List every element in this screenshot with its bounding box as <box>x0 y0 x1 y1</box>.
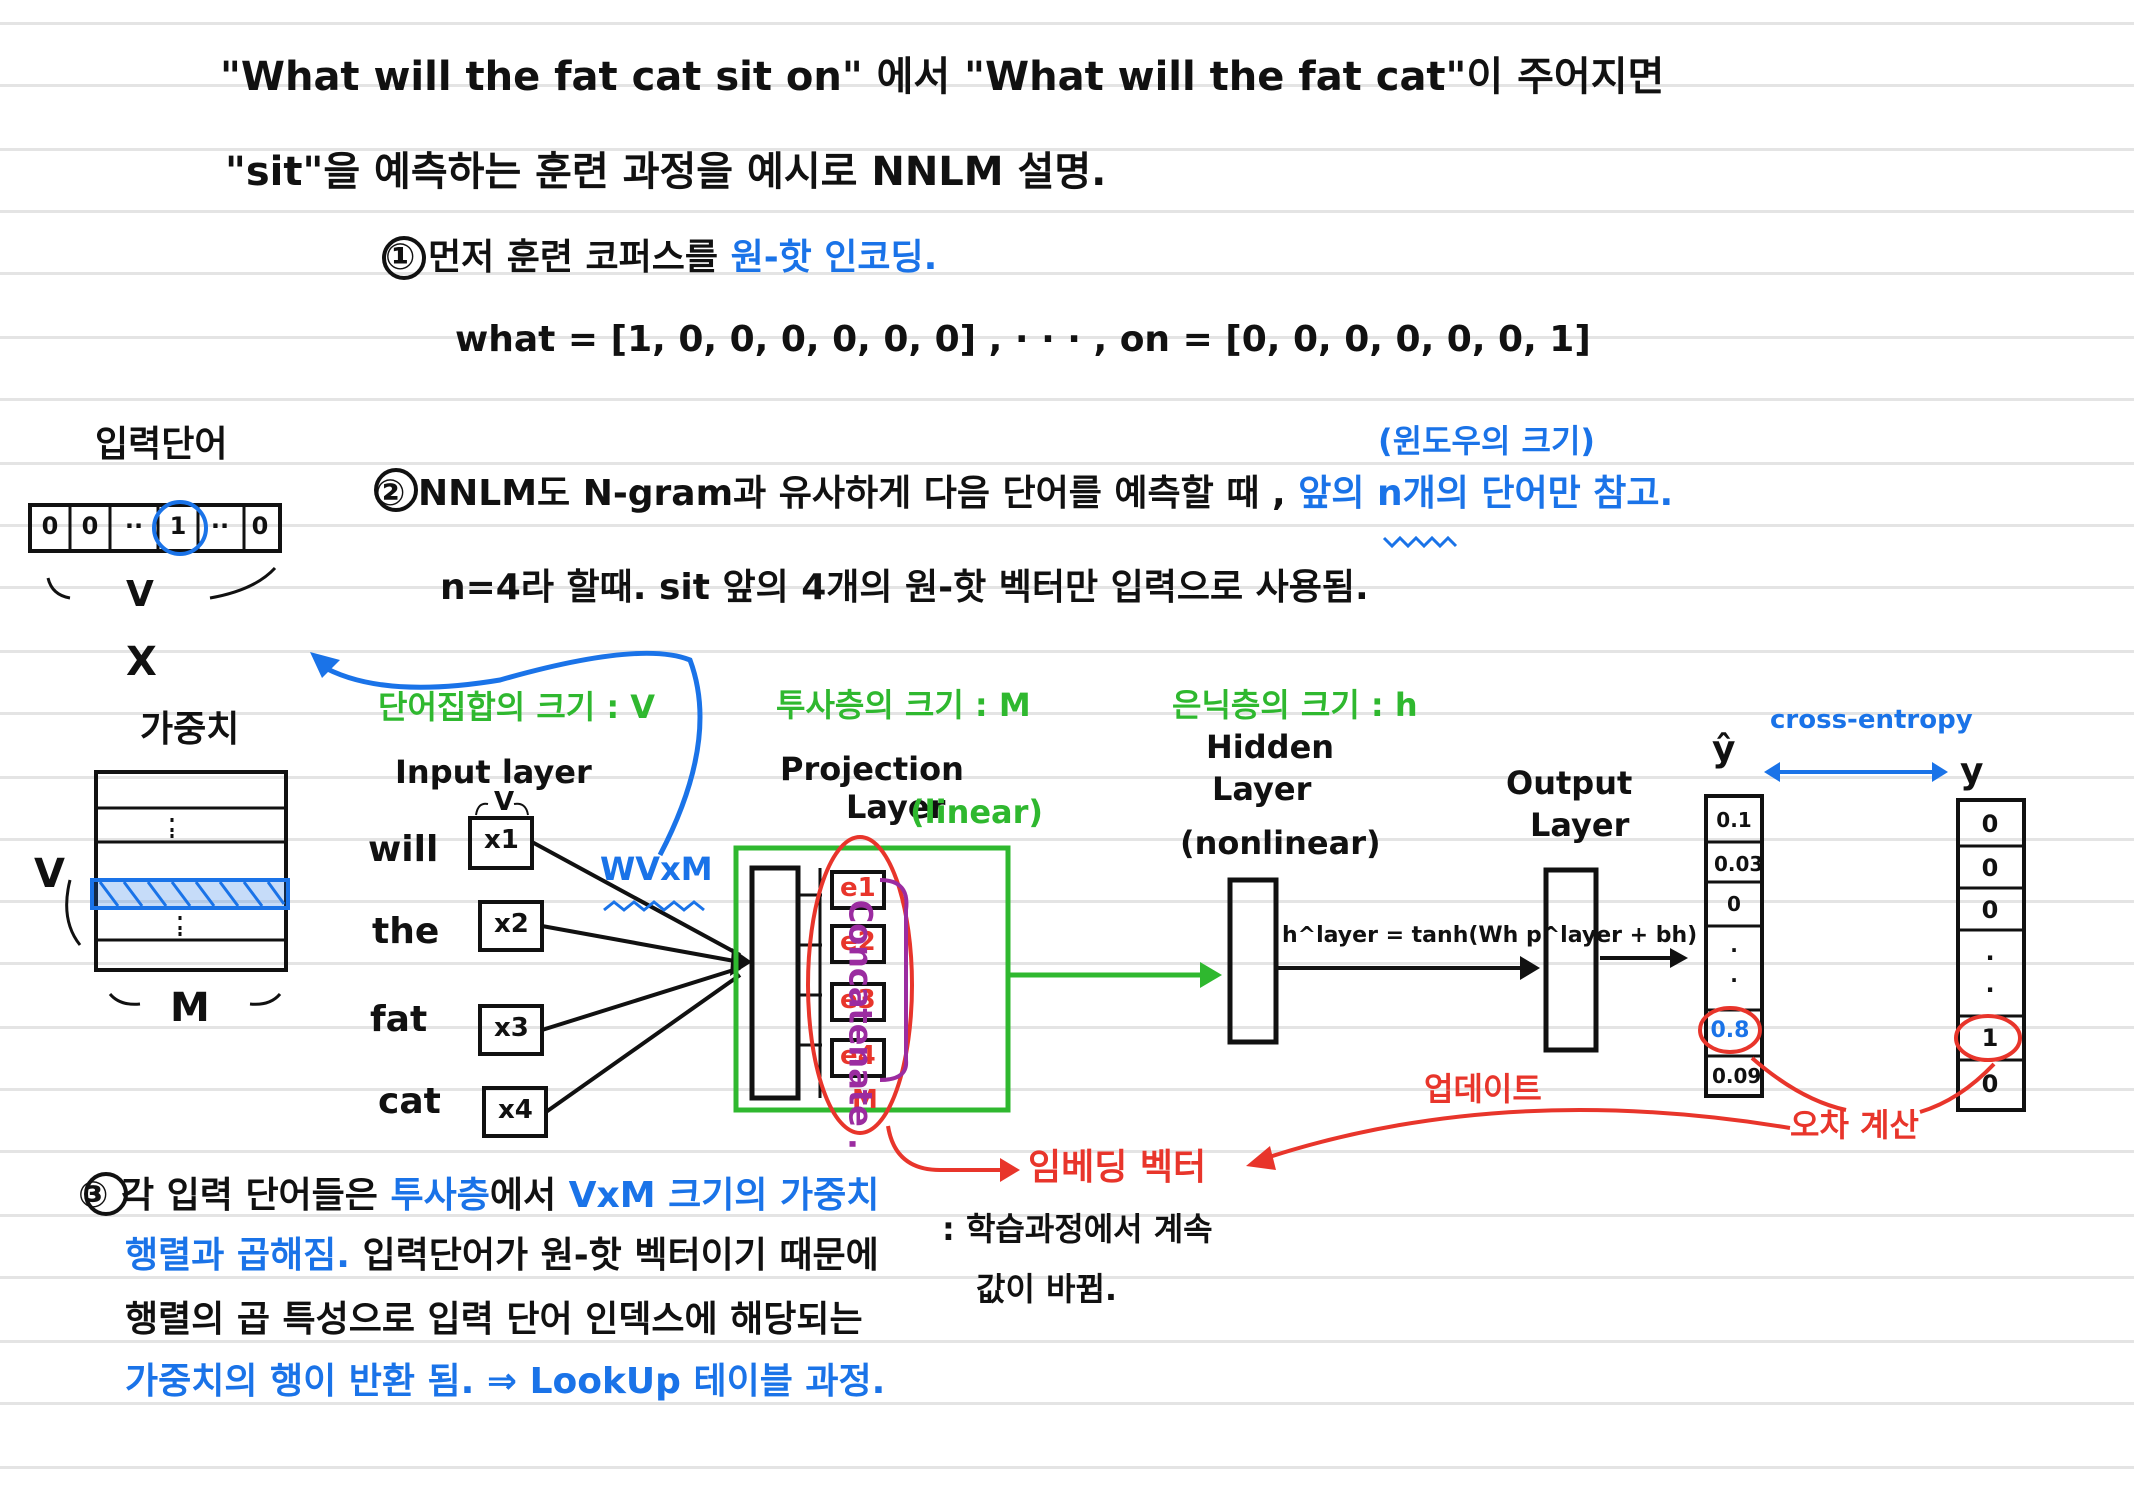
step3-highlight-2: VxM 크기의 가중치 <box>568 1175 880 1216</box>
input-word-label: 입력단어 <box>95 424 228 465</box>
input-vector-x4: x4 <box>498 1095 533 1125</box>
weight-cols-label: M <box>170 985 210 1031</box>
projection-label-1: Projection <box>780 750 964 788</box>
step1-label: ① 먼저 훈련 코퍼스를 <box>385 237 719 278</box>
step3-highlight-3: 행렬과 곱해짐. <box>125 1235 350 1276</box>
y-hat-value: 0.03 <box>1714 852 1764 876</box>
step1-text: ① 먼저 훈련 코퍼스를 원-핫 인코딩. <box>385 238 937 278</box>
step2-highlight: 앞의 n개의 단어만 참고. <box>1298 473 1674 514</box>
y-value: 0 <box>1981 896 1999 924</box>
weight-rows-label: V <box>34 851 65 897</box>
output-label-1: Output <box>1506 764 1633 802</box>
title-line-2: "sit"을 예측하는 훈련 과정을 예시로 NNLM 설명. <box>225 149 1107 195</box>
input-word-will: will <box>368 829 439 870</box>
y-value: 0 <box>1981 854 1999 882</box>
y-hat-value: 0.09 <box>1712 1064 1762 1088</box>
input-word-the: the <box>372 911 440 952</box>
y-value: 0 <box>1981 1070 1999 1098</box>
hidden-label-1: Hidden <box>1206 728 1335 766</box>
step1-highlight: 원-핫 인코딩. <box>730 237 938 278</box>
step3-line-2: 행렬과 곱해짐. 입력단어가 원-핫 벡터이기 때문에 <box>125 1236 879 1276</box>
input-cell: 0 <box>251 512 269 540</box>
step3-line-4: 가중치의 행이 반환 됨. ⇒ LookUp 테이블 과정. <box>125 1361 886 1402</box>
output-label-2: Layer <box>1530 806 1630 844</box>
projection-linear-label: (linear) <box>910 793 1044 831</box>
y-value: · <box>1985 944 1995 972</box>
step3-mid-2: 입력단어가 원-핫 벡터이기 때문에 <box>362 1235 879 1276</box>
embedding-vector-label: 임베딩 벡터 <box>1028 1147 1207 1188</box>
embedding-e1: e1 <box>840 873 876 903</box>
step3-line-1: ③ 각 입력 단어들은 투사층에서 VxM 크기의 가중치 <box>78 1176 879 1216</box>
weight-matrix-drawing <box>65 770 290 1006</box>
hidden-formula: h^layer = tanh(Wh p^layer + bh) <box>1282 923 1698 948</box>
input-word-cat: cat <box>378 1081 441 1122</box>
input-cell: ·· <box>210 512 230 540</box>
embedding-e3: e3 <box>840 985 876 1015</box>
weight-wvxm-label: WVxM <box>600 850 713 888</box>
projection-size-label: 투사층의 크기 : M <box>776 686 1031 724</box>
multiply-sign: X <box>126 639 157 685</box>
y-hat-value: 0.1 <box>1716 808 1752 832</box>
y-value: · <box>1985 976 1995 1004</box>
hidden-label-3: (nonlinear) <box>1180 824 1381 862</box>
step3-prefix: ③ 각 입력 단어들은 <box>78 1175 378 1216</box>
title-line-1: "What will the fat cat sit on" 에서 "What … <box>220 54 1665 100</box>
hidden-size-label: 은닉층의 크기 : h <box>1172 686 1418 724</box>
input-layer-label: Input layer <box>395 753 592 791</box>
hidden-label-2: Layer <box>1212 770 1312 808</box>
cross-entropy-label: cross-entropy <box>1770 705 1973 735</box>
projection-column <box>749 865 822 1101</box>
embedding-e4: e4 <box>840 1041 876 1071</box>
step2-text: ② NNLM도 N-gram과 유사하게 다음 단어를 예측할 때 , 앞의 n… <box>375 474 1673 514</box>
input-cell: 0 <box>41 512 59 540</box>
vocab-size-label: 단어집합의 크기 : V <box>378 688 656 726</box>
update-label: 업데이트 <box>1424 1070 1542 1108</box>
input-vector-x1: x1 <box>484 825 519 855</box>
y-column <box>1954 798 2026 1112</box>
step1-example: what = [1, 0, 0, 0, 0, 0, 0] , · · · , o… <box>455 319 1591 360</box>
step3-mid-1: 에서 <box>489 1175 557 1216</box>
input-vector-x3: x3 <box>494 1013 529 1043</box>
weight-label: 가중치 <box>140 709 240 750</box>
y-hat-column <box>1698 794 1764 1098</box>
y-label: y <box>1960 751 1984 792</box>
embedding-size-m: M <box>852 1085 878 1115</box>
step3-highlight-1: 투사층 <box>390 1175 490 1216</box>
input-v-label: V <box>494 787 515 817</box>
y-value: 0 <box>1981 810 1999 838</box>
input-vector-size: V <box>126 574 154 615</box>
input-cell: ·· <box>124 512 144 540</box>
input-onehot-vector <box>28 500 282 600</box>
embedding-note-1: : 학습과정에서 계속 <box>942 1210 1213 1248</box>
y-hat-label: ŷ <box>1712 729 1736 770</box>
step3-line-3: 행렬의 곱 특성으로 입력 단어 인덱스에 해당되는 <box>125 1299 863 1340</box>
input-cell-hot: 1 <box>169 512 187 540</box>
input-vector-x2: x2 <box>494 909 529 939</box>
y-hat-value: 0 <box>1727 892 1741 916</box>
projection-label-2: Layer <box>846 788 946 826</box>
input-cell: 0 <box>81 512 99 540</box>
error-calc-label: 오차 계산 <box>1790 1106 1919 1144</box>
embedding-e2: e2 <box>840 927 876 957</box>
step2-label: ② NNLM도 N-gram과 유사하게 다음 단어를 예측할 때 , <box>375 473 1286 514</box>
concatenate-label: Concatenate . <box>841 899 880 1151</box>
y-hat-value: · <box>1730 938 1738 962</box>
y-hat-value: 0.8 <box>1710 1018 1750 1043</box>
y-hat-value: · <box>1730 968 1738 992</box>
y-value: 1 <box>1981 1024 1999 1052</box>
step2-line-2: n=4라 할때. sit 앞의 4개의 원-핫 벡터만 입력으로 사용됨. <box>440 567 1369 608</box>
embedding-note-2: 값이 바뀜. <box>976 1270 1118 1308</box>
window-size-note: (윈도우의 크기) <box>1378 422 1596 460</box>
input-word-fat: fat <box>370 999 428 1040</box>
